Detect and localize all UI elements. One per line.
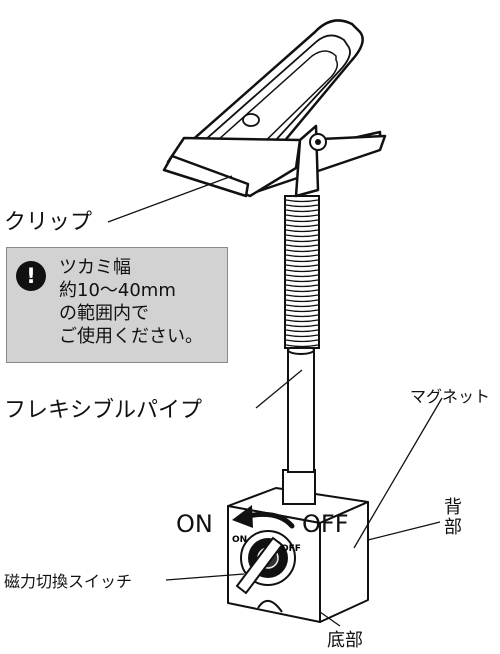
note-line: ツカミ幅: [59, 257, 131, 278]
switch-lever: [235, 536, 284, 595]
pipe-coil-ridge: [285, 334, 319, 338]
clip-label: クリップ: [4, 210, 93, 235]
pipe-coil-ridge: [285, 299, 319, 303]
exclamation-icon: !: [16, 261, 46, 291]
grip-width-note: ! ツカミ幅 約10〜40mm の範囲内で ご使用ください。: [6, 247, 228, 363]
note-line: 約10〜40mm: [59, 280, 176, 301]
pipe-coil-ridge: [285, 319, 319, 323]
pipe-coil-ridge: [285, 239, 319, 243]
pipe-leader: [255, 369, 303, 409]
pipe-coil-ridge: [285, 289, 319, 293]
leader-lines: [107, 175, 443, 627]
note-line: の範囲内で: [59, 303, 149, 324]
pipe-coil-ridge: [285, 344, 319, 348]
pipe-coil-ridge: [285, 329, 319, 333]
pipe-coil-ridge: [285, 219, 319, 223]
flexible-pipe-label: フレキシブルパイプ: [4, 398, 203, 423]
clip: [162, 19, 387, 198]
back-label: 背部: [444, 497, 462, 538]
back-leader: [367, 521, 441, 541]
flexible-pipe: [284, 195, 320, 349]
magnet-label: マグネット: [410, 387, 491, 406]
pipe-coil-ridge: [285, 209, 319, 213]
rotation-arrow: [232, 505, 295, 529]
pipe-coil-ridge: [285, 244, 319, 248]
pipe-coil-ridge: [285, 199, 319, 203]
pipe-coil-ridge: [285, 254, 319, 258]
pipe-coil-ridge: [285, 259, 319, 263]
pipe-coil-ridge: [285, 339, 319, 343]
pipe-coil-ridge: [285, 269, 319, 273]
pipe-coil-ridge: [285, 284, 319, 288]
pipe-lower-tube: [282, 345, 316, 505]
pipe-coil-ridge: [285, 279, 319, 283]
bottom-label: 底部: [327, 630, 363, 651]
off-label: OFF: [302, 510, 349, 538]
on-label: ON: [176, 510, 213, 538]
pipe-coil-ridge: [285, 229, 319, 233]
pipe-coil-ridge: [285, 309, 319, 313]
note-text: ツカミ幅 約10〜40mm の範囲内で ご使用ください。: [59, 256, 203, 348]
pipe-coil-ridge: [285, 294, 319, 298]
switch-leader: [165, 573, 245, 581]
pipe-coil-ridge: [285, 264, 319, 268]
pipe-coil-ridge: [285, 324, 319, 328]
pipe-coil-ridge: [285, 214, 319, 218]
pipe-coil-ridge: [285, 304, 319, 308]
pipe-coil-ridge: [285, 249, 319, 253]
switch-dial: ON OFF: [232, 530, 301, 595]
pipe-coil-ridge: [285, 234, 319, 238]
dial-on-text: ON: [232, 535, 247, 545]
magnet-leader: [353, 397, 443, 549]
magnet-side-face: [319, 501, 369, 623]
pipe-coil-ridge: [285, 314, 319, 318]
pipe-coil-ridge: [285, 204, 319, 208]
pipe-coil-ridge: [285, 224, 319, 228]
magnet-switch-label: 磁力切換スイッチ: [4, 572, 133, 591]
pipe-coil-ridge: [285, 274, 319, 278]
dial-off-text: OFF: [281, 544, 301, 554]
clip-leader: [107, 175, 233, 223]
note-line: ご使用ください。: [59, 326, 203, 347]
bottom-leader: [319, 611, 341, 627]
